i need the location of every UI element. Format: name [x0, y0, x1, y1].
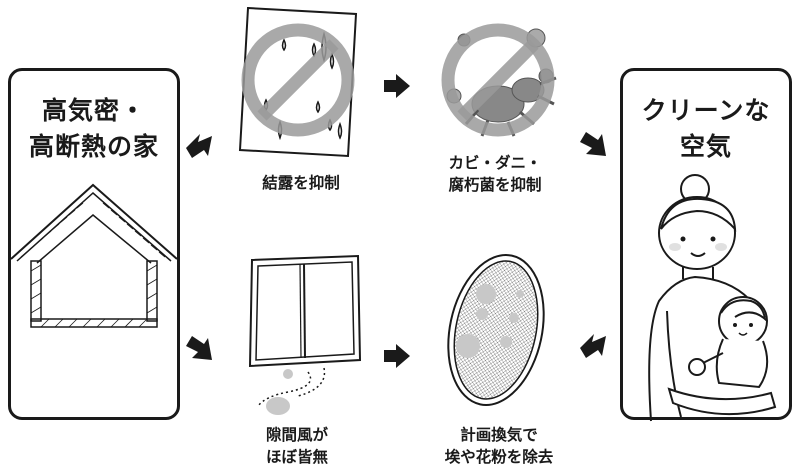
mold-mite-icon: [441, 23, 557, 137]
right-arrow-icon: [186, 336, 212, 360]
right-arrow-icon: [580, 132, 606, 156]
condensation-window-icon: [238, 6, 358, 158]
house-card-title: 高気密・ 高断熱の家: [28, 96, 159, 161]
condensation-caption: 結露を抑制: [262, 174, 340, 192]
prohibited-sign-icon: [441, 23, 555, 137]
right-arrow-icon: [384, 344, 410, 368]
window-frame-icon: [248, 254, 362, 415]
right-arrow-icon: [580, 334, 606, 358]
ventilation-caption: 計画換気で 埃や花粉を除去: [444, 426, 554, 466]
right-arrow-icon: [384, 74, 410, 98]
house-cross-section-icon: [10, 183, 178, 328]
air-filter-icon: [447, 254, 545, 406]
house-card: 高気密・ 高断熱の家: [8, 68, 180, 420]
clean-air-card-title: クリーンな 空気: [641, 96, 771, 161]
prohibited-sign-icon: [241, 23, 355, 137]
clean-air-card: クリーンな 空気: [620, 68, 792, 422]
right-arrow-icon: [186, 134, 212, 158]
mother-and-baby-icon: [648, 174, 777, 422]
draft-caption: 隙間風が ほぼ皆無: [265, 426, 328, 466]
mold-mite-caption: カビ・ダニ・ 腐朽菌を抑制: [448, 154, 542, 194]
